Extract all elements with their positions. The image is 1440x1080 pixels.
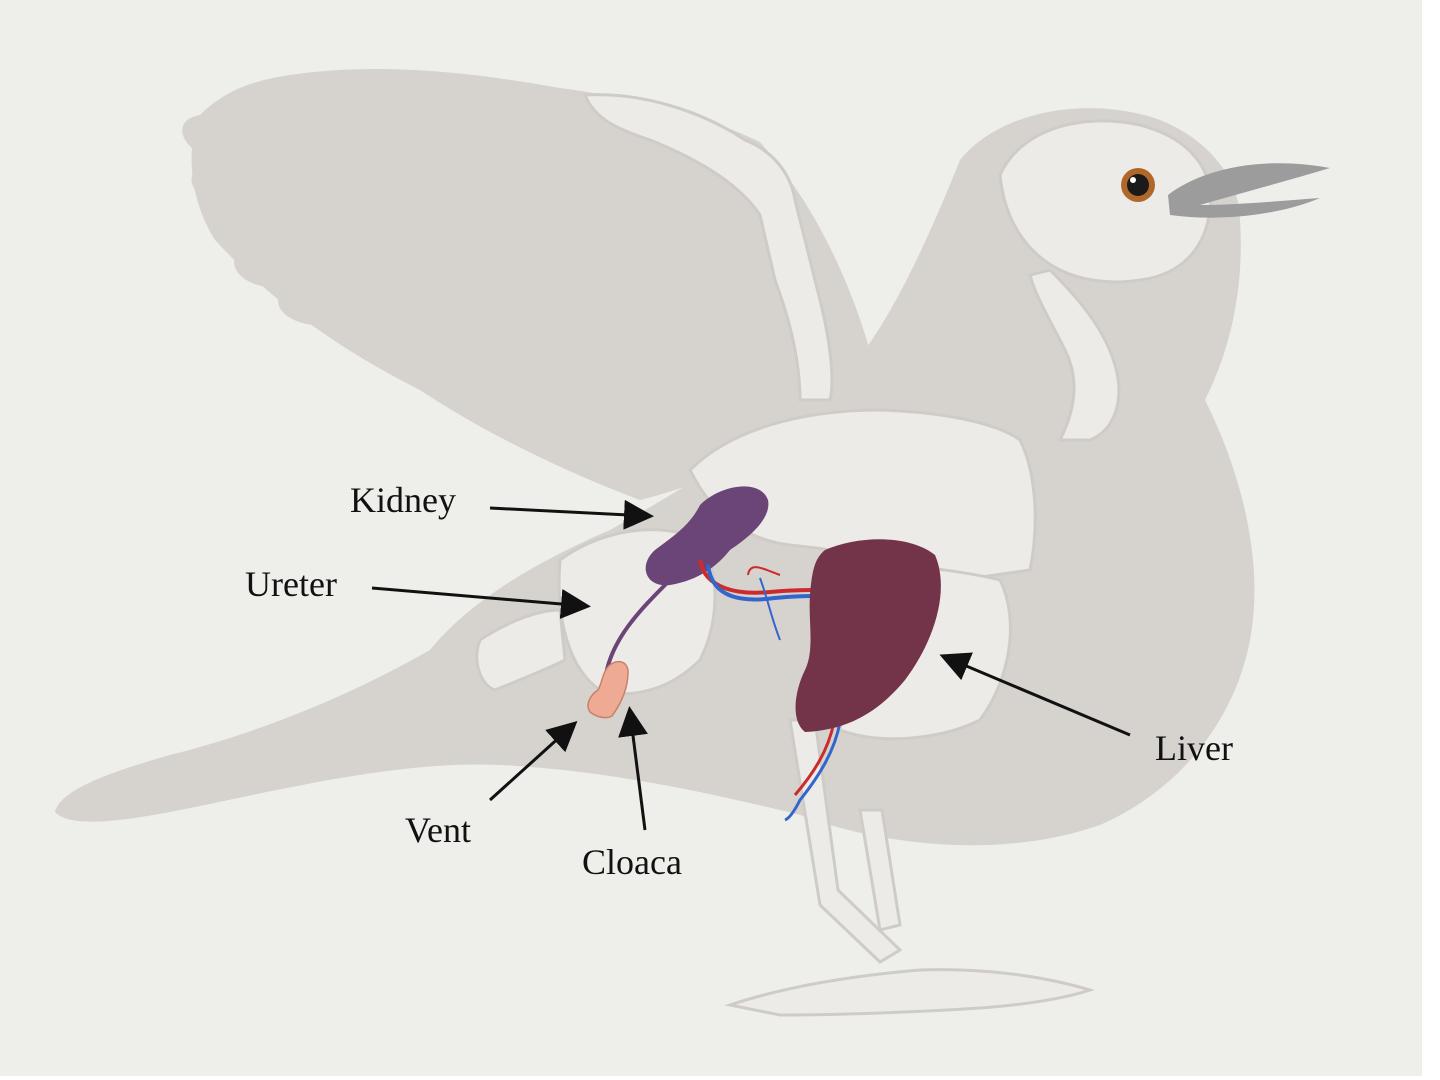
cloaca-arrow (618, 706, 648, 831)
liver-arrow (939, 652, 1131, 737)
vent-arrow (488, 720, 578, 802)
vent-label: Vent (405, 810, 471, 850)
cloaca-organ (587, 660, 629, 719)
vein (706, 564, 816, 602)
kidney-label: Kidney (350, 480, 456, 520)
liver-organ (795, 539, 941, 732)
kidney-arrow (489, 499, 654, 530)
liver-label: Liver (1155, 728, 1233, 768)
bird-head-details (1121, 163, 1330, 218)
pointer-arrows (371, 499, 1131, 831)
kidney-organ (645, 486, 769, 586)
beak (1168, 163, 1330, 218)
cloaca-label: Cloaca (582, 842, 682, 882)
bird-skeleton (475, 93, 1213, 1017)
organs (587, 486, 941, 822)
ureter-label: Ureter (245, 564, 337, 604)
ureter-arrow (371, 586, 591, 619)
